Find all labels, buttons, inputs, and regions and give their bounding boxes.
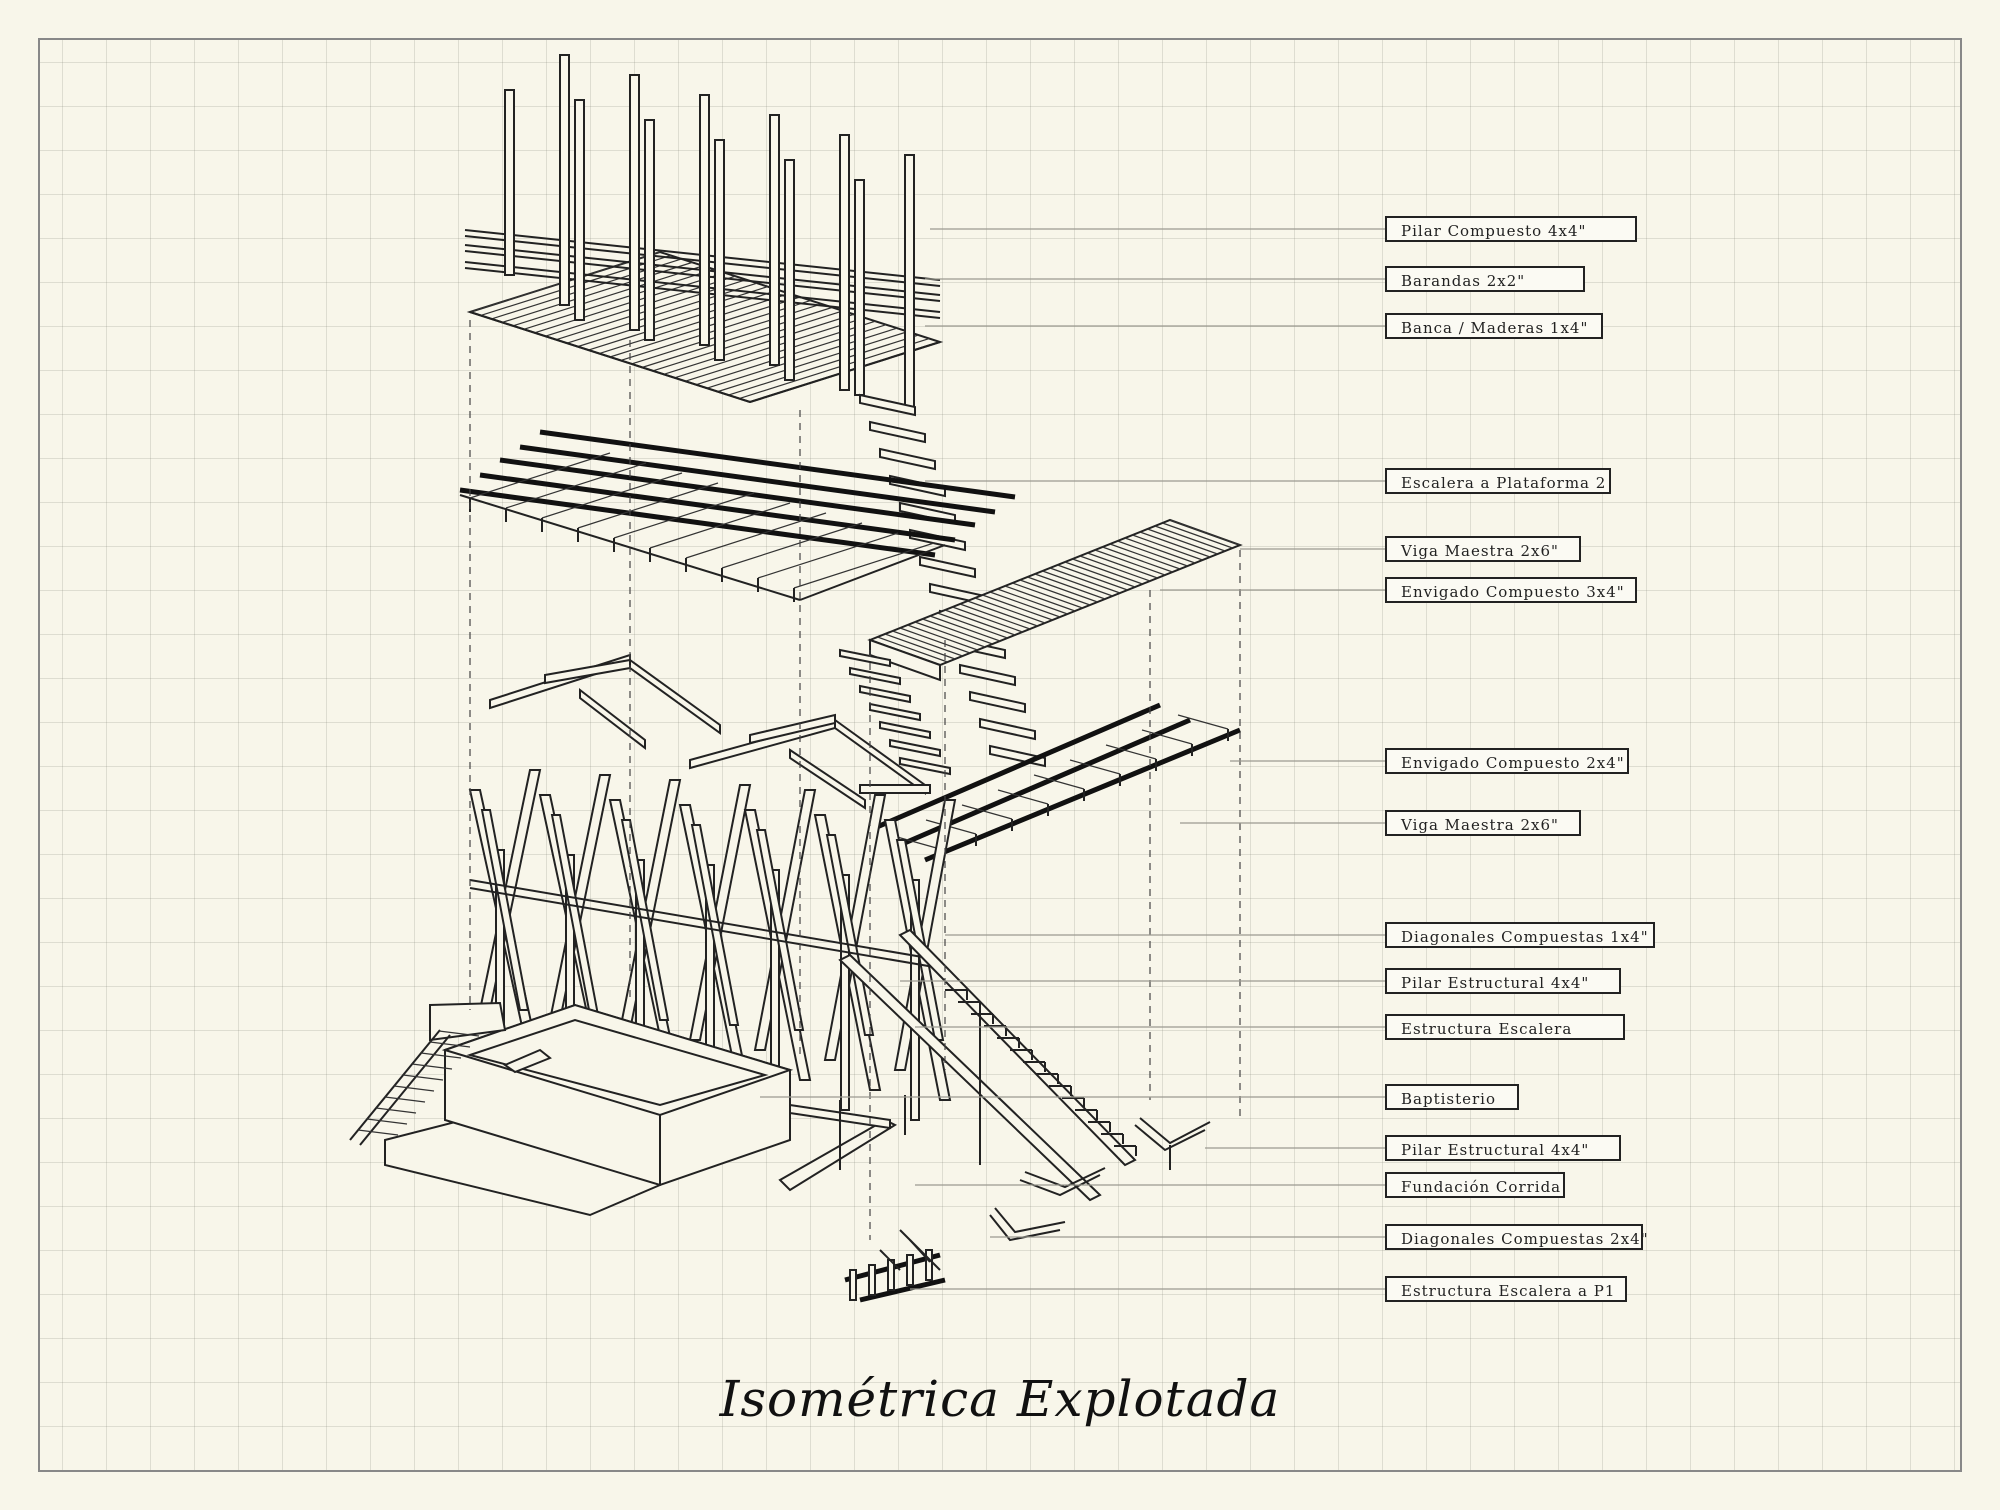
callout-label: Estructura Escalera a P1 [1385,1276,1627,1302]
callout-label: Barandas 2x2" [1385,266,1585,292]
beam-layer-lower [869,702,1241,863]
callout-label: Estructura Escalera [1385,1014,1625,1040]
stair-left [349,1029,480,1146]
callout-label: Banca / Maderas 1x4" [1385,313,1603,339]
alignment-dashes [469,320,1241,1240]
top-platform [464,54,944,411]
callout-label: Viga Maestra 2x6" [1385,536,1581,562]
callout-label: Envigado Compuesto 3x4" [1385,577,1637,603]
callout-label: Diagonales Compuestas 1x4" [1385,922,1655,948]
stair-structure [838,928,1137,1202]
stair-structure-p1 [844,1229,946,1303]
callout-label: Diagonales Compuestas 2x4" [1385,1224,1648,1250]
callout-label: Baptisterio [1385,1084,1519,1110]
foundation [778,1095,906,1192]
callout-label: Envigado Compuesto 2x4" [1385,748,1629,774]
callout-label: Pilar Estructural 4x4" [1385,968,1621,994]
callout-label: Pilar Estructural 4x4" [1385,1135,1621,1161]
callout-label: Escalera a Plataforma 2 [1385,468,1611,494]
baptisterio [384,1001,794,1217]
callout-label: Viga Maestra 2x6" [1385,810,1581,836]
middle-deck [867,518,1243,682]
diagonal-frames [468,769,957,1121]
callout-label: Fundación Corrida [1385,1172,1565,1198]
beam-layer-upper [459,429,1016,602]
upper-diagonals [489,653,931,810]
callout-label: Pilar Compuesto 4x4" [1385,216,1637,242]
drawing-title: Isométrica Explotada [719,1370,1281,1428]
stair-middle [839,648,951,776]
lower-brackets [989,1117,1211,1242]
leader-lines [760,228,1385,1290]
